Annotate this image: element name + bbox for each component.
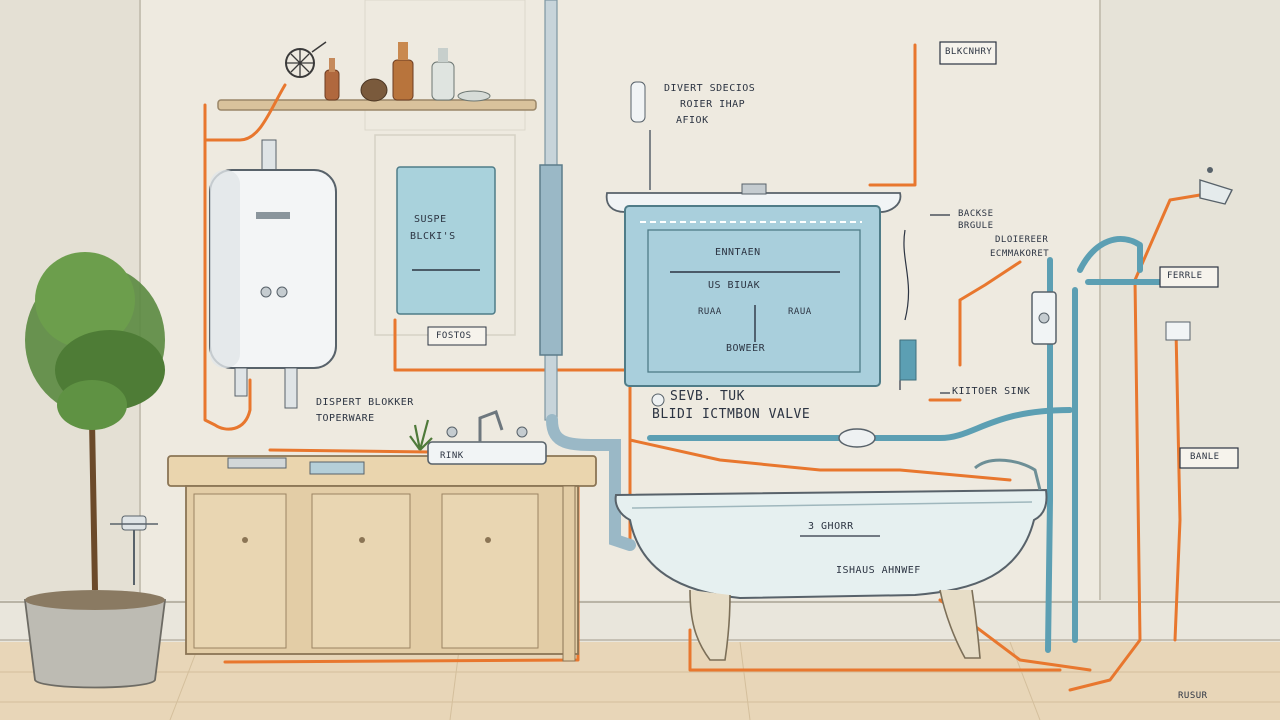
- label-tub-1: 3 GHORR: [808, 521, 854, 532]
- label-heater-1: DISPERT BLOKKER: [316, 397, 414, 408]
- drain-stack: [539, 0, 636, 551]
- label-top-center-1: DIVERT SDECIOS: [664, 83, 756, 94]
- label-right-tag-1: FERRLE: [1167, 271, 1203, 281]
- label-tank-2: US BIUAK: [708, 280, 761, 291]
- label-valve-1: SEVB. TUK: [670, 389, 745, 404]
- label-right-upper-1: BACKSE: [958, 209, 994, 219]
- label-panel-tag: FOSTOS: [436, 331, 472, 341]
- hot-water-pipes: [203, 43, 1202, 692]
- wall-ornament-icon: [285, 41, 327, 78]
- vanity-sink: [427, 410, 547, 465]
- label-leaders: [899, 41, 1239, 469]
- label-panel-1: SUSPE: [414, 214, 447, 225]
- label-top-right-tag: BLKCNHRY: [945, 47, 993, 57]
- label-tank-small-1: RUAA: [698, 307, 722, 317]
- label-right-upper-2: BRGULE: [958, 221, 994, 231]
- side-tap-icon: [110, 515, 158, 585]
- small-plant-icon: [409, 419, 433, 451]
- label-panel-2: BLCKI'S: [410, 231, 456, 242]
- vanity-cabinet: [167, 455, 597, 662]
- label-top-center-2: ROIER IHAP: [680, 99, 746, 110]
- label-tank-1: ENNTAEN: [715, 247, 761, 258]
- label-valve-2: BLIDI ICTMBON VALVE: [652, 407, 811, 422]
- signature: RUSUR: [1178, 691, 1208, 701]
- right-wall-panel: [1100, 0, 1280, 630]
- label-heater-2: TOPERWARE: [316, 413, 375, 424]
- control-panel: [396, 166, 496, 346]
- faucet-icon: [630, 81, 651, 190]
- bathtub: [614, 458, 1048, 661]
- light-switch-icon: [1031, 291, 1191, 345]
- water-heater-icon: [209, 139, 337, 409]
- valve-icon: [651, 393, 876, 448]
- plant-icon: [23, 252, 167, 689]
- label-tank-3: BOWEER: [726, 343, 766, 354]
- tank-basin: [605, 183, 902, 387]
- label-right-tag-2: BANLE: [1190, 452, 1220, 462]
- shower-head-icon: [1199, 167, 1233, 205]
- floor: [0, 642, 1280, 720]
- label-sink-tag: RINK: [440, 451, 464, 461]
- label-top-center-3: AFIOK: [676, 115, 709, 126]
- shelf-bottle-icon: [324, 42, 491, 102]
- label-tub-2: ISHAUS AHNWEF: [836, 565, 921, 576]
- label-right-upper-4: ECMMAKORET: [990, 249, 1050, 259]
- label-kitchen-sink: KIITOER SINK: [952, 386, 1031, 397]
- label-tank-small-2: RAUA: [788, 307, 812, 317]
- wall-shelf: [217, 99, 537, 111]
- label-right-upper-3: DLOIEREER: [995, 235, 1049, 245]
